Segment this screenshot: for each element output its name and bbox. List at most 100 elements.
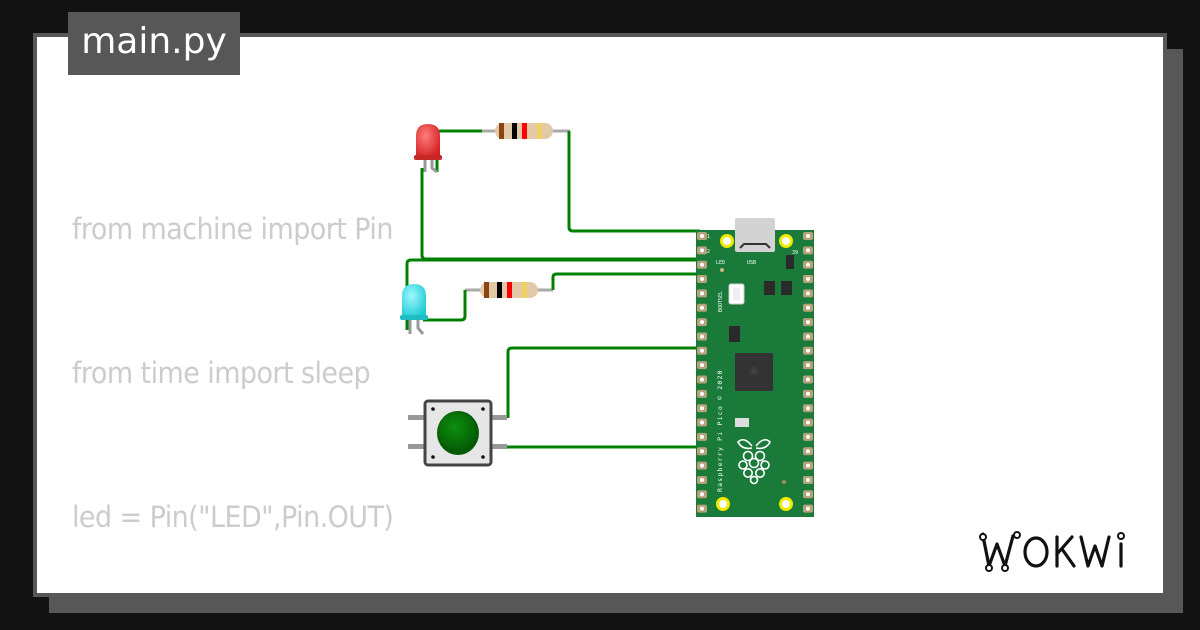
button-dot <box>481 407 485 411</box>
wire[interactable] <box>506 346 700 418</box>
file-tab-main-py[interactable]: main.py <box>68 12 240 75</box>
wire[interactable] <box>420 168 700 261</box>
header-pin-hole <box>700 334 704 339</box>
button-leg <box>408 415 426 420</box>
header-pin-hole <box>806 320 810 325</box>
header-pin-hole <box>700 391 704 396</box>
logo-node <box>1013 531 1021 539</box>
resistor-band <box>499 123 504 139</box>
resistor-band <box>522 282 527 298</box>
header-pin-hole <box>700 348 704 353</box>
wires <box>405 129 718 517</box>
header-pin-hole <box>700 277 704 282</box>
header-pin-hole <box>806 449 810 454</box>
logo-letter-k <box>1055 535 1076 568</box>
pin2-label: 2 <box>707 249 710 255</box>
header-pin-hole <box>806 406 810 411</box>
header-pin-hole <box>806 291 810 296</box>
button-leg <box>489 415 507 420</box>
code-line: led = Pin("LED",Pin.OUT) <box>72 500 394 534</box>
raspberry-pi-logo-icon <box>737 438 771 485</box>
header-pin-hole <box>806 463 810 468</box>
pin1-label: 1 <box>707 234 710 240</box>
button-cap[interactable] <box>438 412 476 450</box>
circuit-diagram: LED USB 1 2 39 BOOTSEL ❀ Raspberry Pi Pi… <box>400 123 814 517</box>
mount-hole-center <box>782 237 790 245</box>
wire[interactable] <box>405 258 700 330</box>
bootsel-button-cap <box>733 288 740 300</box>
chip-raspberry-icon: ❀ <box>749 364 759 378</box>
header-pin-hole <box>700 320 704 325</box>
header-pin-hole <box>700 234 704 238</box>
wire[interactable] <box>567 131 700 233</box>
header-pin-hole <box>700 406 704 411</box>
header-pin-hole <box>806 363 810 368</box>
wire[interactable] <box>423 290 467 322</box>
resistor-band <box>484 282 489 298</box>
mount-hole-center <box>719 500 727 508</box>
header-pin-hole <box>700 477 704 482</box>
resistor-band <box>507 282 512 298</box>
header-pin-hole <box>806 305 810 310</box>
header-pin-hole <box>700 420 704 425</box>
header-pin-hole <box>700 463 704 468</box>
header-pin-hole <box>700 262 704 267</box>
header-pin-hole <box>700 492 704 497</box>
header-pin-hole <box>700 248 704 253</box>
smd-component <box>786 255 794 269</box>
logo-node <box>1117 532 1125 540</box>
button-dot <box>481 455 485 459</box>
header-pin-hole <box>700 305 704 310</box>
smd-component <box>781 281 792 295</box>
resistor-band <box>537 123 542 139</box>
header-pin-hole <box>806 234 810 238</box>
header-pin-hole <box>806 492 810 497</box>
pins-left <box>697 232 707 513</box>
wire[interactable] <box>435 129 482 172</box>
smd-component <box>735 418 749 427</box>
rp2040-chip <box>735 353 773 391</box>
header-pin-hole <box>806 420 810 425</box>
usb-label: USB <box>747 260 756 266</box>
led-red[interactable] <box>414 124 442 174</box>
button-dot <box>431 455 435 459</box>
logo-letter-w2 <box>1079 535 1111 568</box>
code-line: from machine import Pin <box>72 212 393 246</box>
header-pin-hole <box>806 277 810 282</box>
header-pin-hole <box>700 506 704 511</box>
wire[interactable] <box>551 272 700 290</box>
led-cyan[interactable] <box>400 284 428 335</box>
code-view: from machine import Pin from time import… <box>72 109 576 593</box>
usb-port-outline <box>739 243 771 249</box>
header-pin-hole <box>806 477 810 482</box>
logo-letter-o <box>1023 536 1049 568</box>
smd-component <box>729 326 740 342</box>
header-pin-hole <box>700 377 704 382</box>
wokwi-logo: WOKWi <box>979 531 1125 572</box>
pin39-label: 39 <box>792 250 798 256</box>
code-line: from time import sleep <box>72 356 371 390</box>
resistor-1[interactable] <box>478 123 570 139</box>
led-leg <box>416 318 425 335</box>
resistor-2[interactable] <box>465 282 553 298</box>
header-pin-hole <box>806 262 810 267</box>
smd-component <box>764 281 775 295</box>
mount-hole-center <box>723 237 731 245</box>
header-pin-hole <box>806 377 810 382</box>
led-body <box>402 284 426 318</box>
resistor-band <box>497 282 502 298</box>
header-pin-hole <box>700 363 704 368</box>
led-body <box>416 124 440 158</box>
logo-node <box>1001 564 1009 572</box>
project-preview-panel: from machine import Pin from time import… <box>33 33 1167 597</box>
led-base <box>400 315 428 320</box>
bootsel-label: BOOTSEL <box>718 291 724 312</box>
button-leg <box>408 444 426 449</box>
raspberry-pi-pico[interactable]: LED USB 1 2 39 BOOTSEL ❀ Raspberry Pi Pi… <box>696 218 814 517</box>
logo-node <box>985 564 993 572</box>
resistor-band <box>512 123 517 139</box>
pushbutton[interactable] <box>408 399 507 467</box>
header-pin-hole <box>806 334 810 339</box>
pins-right <box>803 232 813 513</box>
led-leg <box>430 158 438 174</box>
